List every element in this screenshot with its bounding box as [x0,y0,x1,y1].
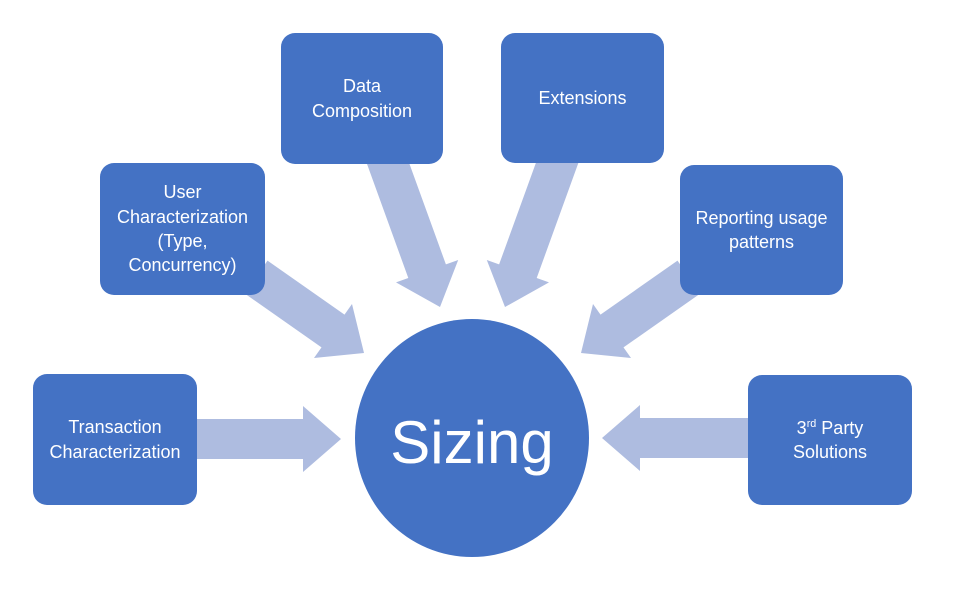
arrow-data-composition-to-sizing [366,148,459,307]
arrow-user-characterization-to-sizing [244,260,364,358]
node-label-data-composition: Data Composition [311,76,413,121]
node-user-characterization: User Characterization (Type, Concurrency… [100,163,265,295]
sizing-label: Sizing [390,408,554,476]
node-label-reporting-usage-patterns: Reporting usage patterns [695,207,828,252]
node-third-party-solutions: 3rd Party Solutions [748,375,912,505]
arrow-extensions-to-sizing [486,148,579,307]
node-label-extensions: Extensions [538,87,627,108]
node-data-composition: Data Composition [281,33,443,164]
node-label-transaction-characterization: Transaction Characterization [49,417,181,462]
node-transaction-characterization: Transaction Characterization [33,374,197,505]
node-extensions: Extensions [501,33,664,163]
third-party-label-prefix: 3 [796,417,807,438]
node-reporting-usage-patterns: Reporting usage patterns [680,165,843,295]
sizing-circle: Sizing [355,319,589,557]
third-party-ordinal-superscript: rd [806,417,817,430]
third-party-label-rest: Party Solutions [792,417,868,462]
node-label-user-characterization: User Characterization (Type, Concurrency… [116,182,249,276]
arrow-transaction-to-sizing [190,406,341,472]
arrow-reporting-usage-to-sizing [581,260,701,358]
arrow-third-party-to-sizing [602,405,755,471]
node-label-third-party-solutions: 3rd Party Solutions [793,416,867,465]
